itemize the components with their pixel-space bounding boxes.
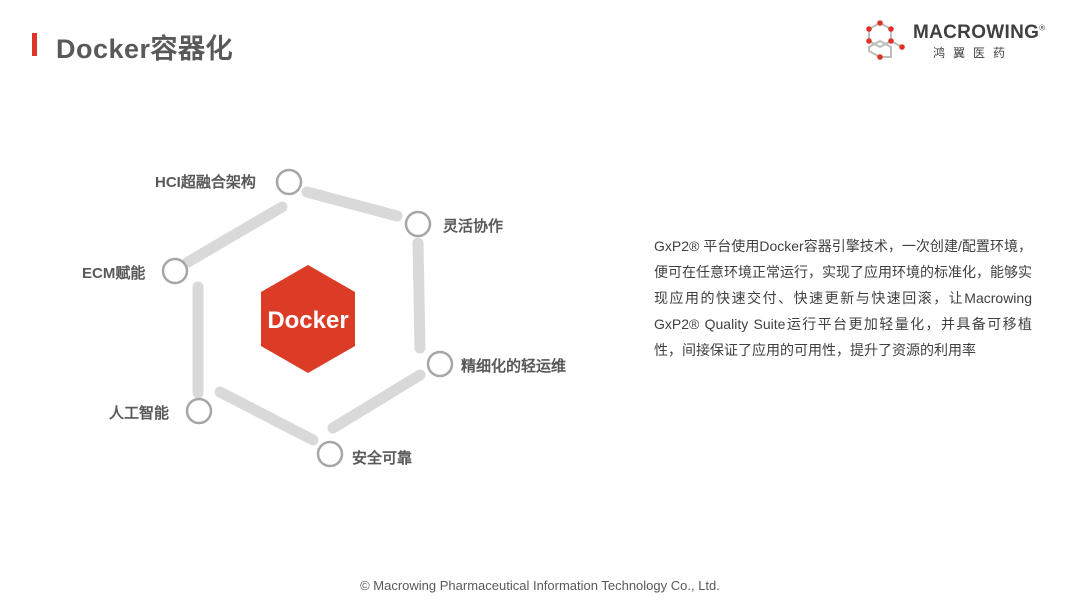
node-circle-ecm <box>161 257 189 285</box>
node-label-flexible: 灵活协作 <box>443 218 504 235</box>
node-circle-ai <box>185 397 213 425</box>
docker-hexagon <box>261 265 355 373</box>
node-circle-secure <box>316 440 344 468</box>
segment-hci-flexible <box>301 186 403 222</box>
title-accent-bar <box>32 33 37 56</box>
node-label-ops: 精细化的轻运维 <box>461 358 567 375</box>
node-circle-ops <box>426 350 454 378</box>
segment-ecm-hci <box>182 201 288 268</box>
segment-secure-ai <box>214 386 319 446</box>
logo-wordmark: MACROWING® <box>913 22 1046 43</box>
logo-subtitle: 鸿翼医药 <box>933 46 1014 60</box>
macrowing-logo-icon <box>866 20 905 60</box>
description-text: GxP2® 平台使用Docker容器引擎技术，一次创建/配置环境，便可在任意环境… <box>654 238 1032 358</box>
page-title: Docker容器化 <box>56 34 234 64</box>
node-label-hci: HCI超融合架构 <box>155 174 256 191</box>
node-label-secure: 安全可靠 <box>352 450 413 467</box>
hexagon-diagram: Docker <box>161 168 454 468</box>
node-circle-flexible <box>404 210 432 238</box>
node-label-ai: 人工智能 <box>109 405 170 422</box>
segment-flexible-ops <box>412 237 426 354</box>
node-label-ecm: ECM赋能 <box>82 265 146 282</box>
docker-center-label: Docker <box>267 307 348 334</box>
node-circle-hci <box>275 168 303 196</box>
footer-copyright: © Macrowing Pharmaceutical Information T… <box>360 578 720 593</box>
segment-ops-secure <box>327 369 426 434</box>
